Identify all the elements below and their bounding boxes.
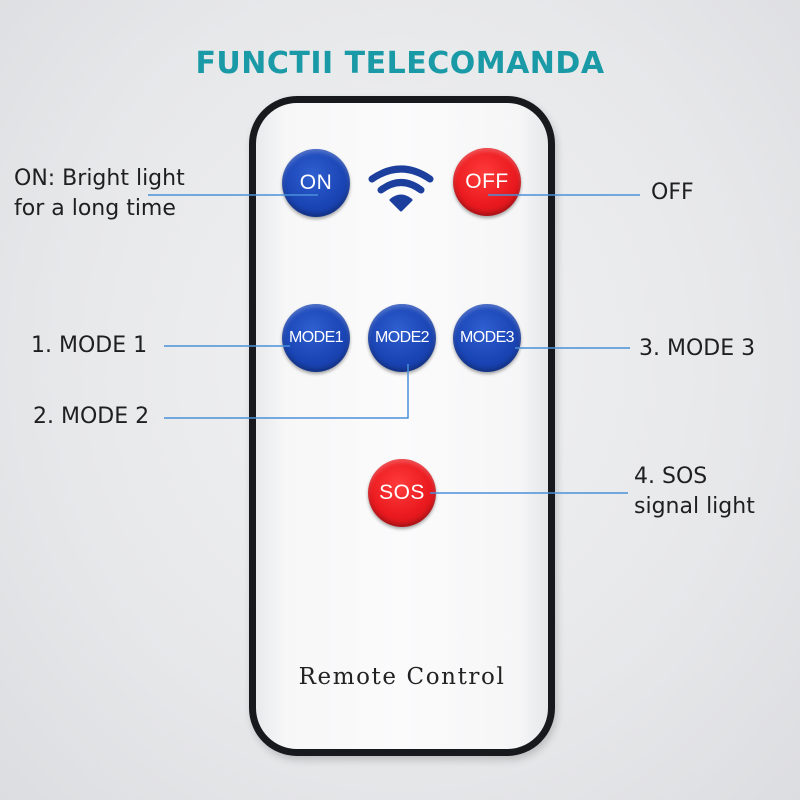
off-button[interactable]: OFF [453,148,521,216]
annotation-mode1: 1. MODE 1 [31,333,148,358]
annotation-sos: 4. SOS signal light [634,462,755,522]
wifi-icon [368,165,434,212]
mode2-button[interactable]: MODE2 [368,304,436,372]
annotation-mode2: 2. MODE 2 [33,404,150,429]
annotation-sos-line1: 4. SOS [634,464,708,489]
annotation-on-line2: for a long time [14,196,176,221]
mode1-button[interactable]: MODE1 [282,304,350,372]
annotation-mode3: 3. MODE 3 [639,336,756,361]
annotation-on: ON: Bright light for a long time [14,164,185,224]
mode3-button[interactable]: MODE3 [453,304,521,372]
on-button[interactable]: ON [282,149,350,217]
remote-control-label: Remote Control [298,664,506,690]
page-title: FUNCTII TELECOMANDA [195,46,605,81]
sos-button[interactable]: SOS [368,459,436,527]
annotation-off: OFF [651,180,694,205]
annotation-sos-line2: signal light [634,494,755,519]
annotation-on-line1: ON: Bright light [14,166,185,191]
